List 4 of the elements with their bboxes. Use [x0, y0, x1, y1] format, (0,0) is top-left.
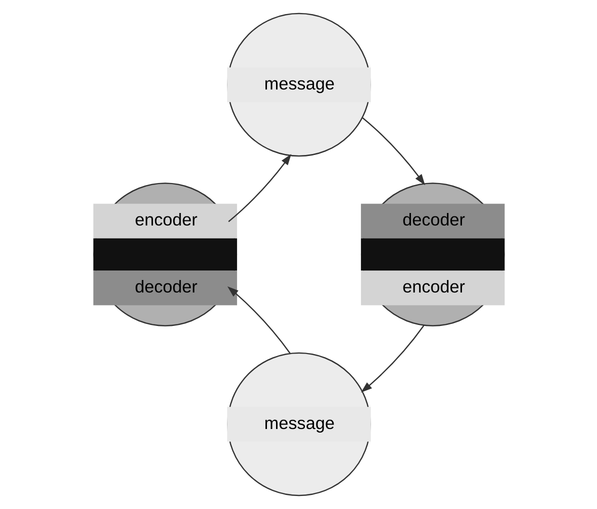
arrow	[226, 286, 290, 354]
arrow	[228, 154, 291, 222]
arrow	[362, 117, 425, 186]
arrow	[360, 324, 424, 393]
